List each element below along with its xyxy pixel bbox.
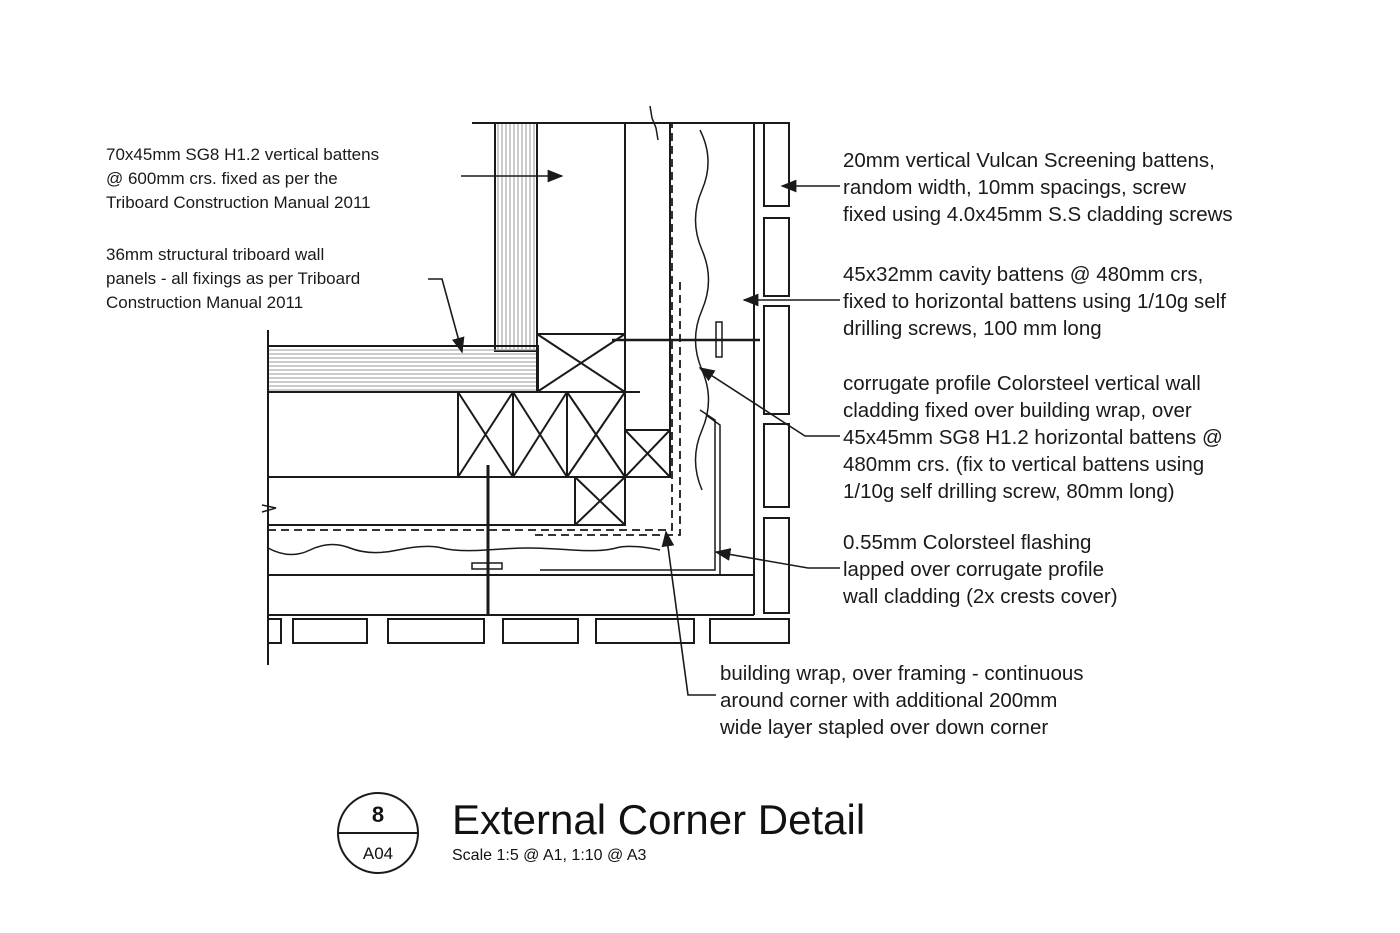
detail-number: 8	[371, 802, 385, 827]
annotation-vertical-battens: 70x45mm SG8 H1.2 vertical battens @ 600m…	[106, 145, 380, 212]
sheet-reference: A04	[362, 844, 394, 863]
framing-lines	[267, 105, 790, 665]
detail-scale: Scale 1:5 @ A1, 1:10 @ A3	[452, 847, 647, 864]
annotation-flashing: 0.55mm Colorsteel flashing lapped over c…	[843, 531, 1118, 608]
annotation-corrugate-cladding: corrugate profile Colorsteel vertical wa…	[843, 372, 1223, 503]
detail-bubble	[337, 792, 419, 874]
annotation-screening-battens: 20mm vertical Vulcan Screening battens, …	[843, 149, 1233, 226]
timber-blocks	[457, 333, 671, 526]
leader-lines	[261, 169, 840, 696]
screening-battens	[267, 122, 790, 644]
annotation-building-wrap: building wrap, over framing - continuous…	[720, 662, 1084, 739]
detail-title: External Corner Detail	[452, 796, 866, 843]
annotation-triboard-panels: 36mm structural triboard wall panels - a…	[106, 245, 361, 312]
annotation-cavity-battens: 45x32mm cavity battens @ 480mm crs, fixe…	[843, 263, 1226, 340]
